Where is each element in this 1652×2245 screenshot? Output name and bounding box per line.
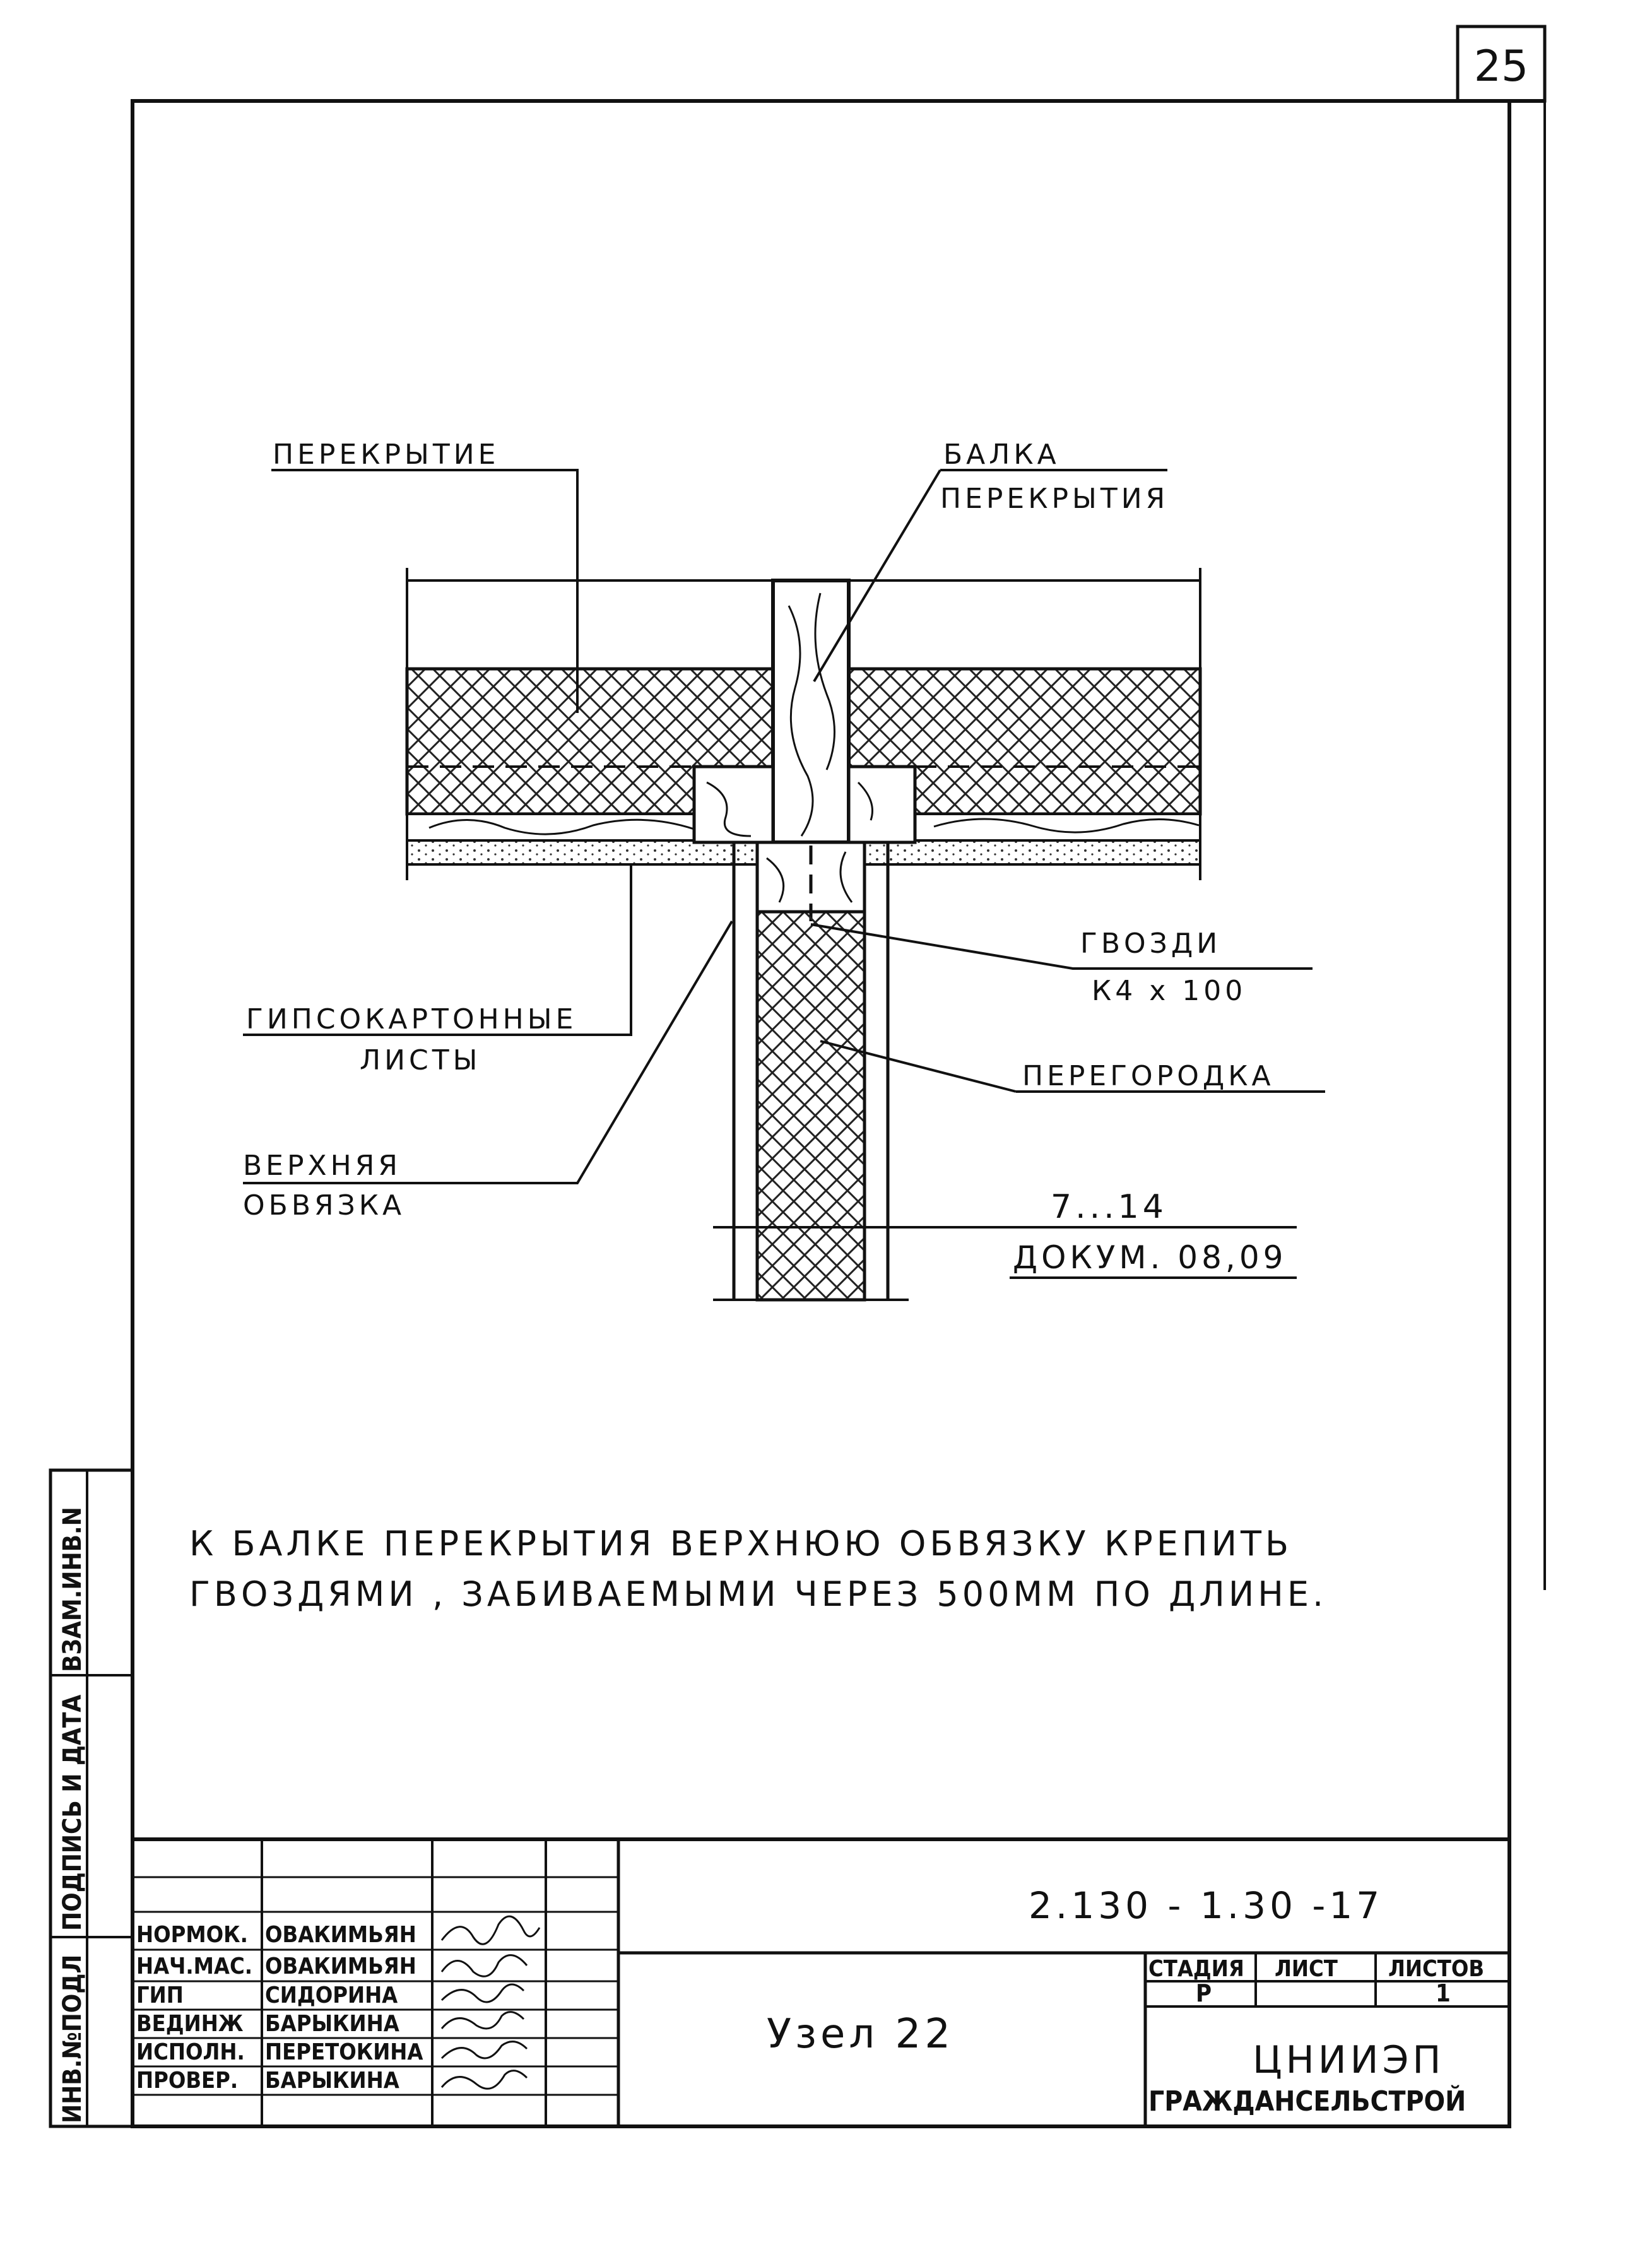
stamp-podpis-data: ПОДПИСЬ И ДАТА (58, 1695, 87, 1931)
drawing-labels: ПЕРЕКРЫТИЕ БАЛКА ПЕРЕКРЫТИЯ ГВОЗДИ К4 х … (243, 439, 1287, 1276)
sign-name: БАРЫКИНА (265, 2011, 399, 2037)
sign-role: НОРМОК. (136, 1922, 248, 1948)
sign-role: ИСПОЛН. (136, 2039, 245, 2065)
label-gvozdi-2: К4 х 100 (1092, 975, 1246, 1007)
label-gvozdi-1: ГВОЗДИ (1080, 928, 1221, 960)
title-block (133, 1837, 1509, 2126)
signature-scribble (440, 2070, 528, 2090)
label-balka-2: ПЕРЕКРЫТИЯ (940, 483, 1169, 515)
label-ref-2: ДОКУМ. 08,09 (1013, 1239, 1287, 1276)
header-stage: СТАДИЯ (1148, 1956, 1244, 1982)
header-sheet: ЛИСТ (1275, 1956, 1338, 1982)
sign-role: ПРОВЕР. (136, 2068, 238, 2094)
sign-role: НАЧ.МАС. (136, 1953, 252, 1979)
sign-name: ПЕРЕТОКИНА (265, 2039, 423, 2065)
signature-scribble (440, 1954, 528, 1977)
title-block-text: 2.130 - 1.30 -17 Узел 22 СТАДИЯ ЛИСТ ЛИС… (136, 1884, 1484, 2118)
signature-scribble (440, 2011, 525, 2030)
sign-role: ГИП (136, 1983, 184, 2008)
signatures (440, 1915, 541, 2090)
label-perekrytie: ПЕРЕКРЫТИЕ (273, 439, 499, 471)
label-gipso-2: ЛИСТЫ (360, 1044, 481, 1076)
gypsum-sheet-left (406, 839, 758, 866)
org-name-2: ГРАЖДАНСЕЛЬСТРОЙ (1148, 2084, 1466, 2118)
label-gipso-1: ГИПСОКАРТОННЫЕ (246, 1003, 577, 1035)
signature-scribble (440, 1983, 525, 2003)
stamp-vzam-inv: ВЗАМ.ИНВ.N (58, 1507, 87, 1672)
value-sheets: 1 (1436, 1979, 1451, 2007)
label-peregorodka: ПЕРЕГОРОДКА (1022, 1060, 1275, 1092)
gypsum-sheet-right (863, 839, 1201, 866)
signature-scribble (440, 1915, 541, 1945)
sign-name: ОВАКИМЬЯН (265, 1953, 416, 1979)
assembly-note: К БАЛКЕ ПЕРЕКРЫТИЯ ВЕРХНЮЮ ОБВЯЗКУ КРЕПИ… (189, 1524, 1327, 1614)
label-balka-1: БАЛКА (943, 439, 1060, 471)
note-line-1: К БАЛКЕ ПЕРЕКРЫТИЯ ВЕРХНЮЮ ОБВЯЗКУ КРЕПИ… (189, 1524, 1292, 1564)
value-stage: Р (1196, 1979, 1212, 2007)
sheet-frame (49, 25, 1547, 2128)
label-obvyazka-1: ВЕРХНЯЯ (243, 1150, 401, 1182)
signature-scribble (440, 2041, 528, 2059)
sign-name: СИДОРИНА (265, 1983, 398, 2008)
sign-name: БАРЫКИНА (265, 2068, 399, 2094)
drawing-title: Узел 22 (767, 2011, 954, 2058)
sign-role: ВЕДИНЖ (136, 2011, 244, 2037)
label-ref-1: 7...14 (1051, 1188, 1167, 1226)
label-obvyazka-2: ОБВЯЗКА (243, 1189, 405, 1222)
header-sheets: ЛИСТОВ (1388, 1956, 1484, 1982)
floor-beam (771, 579, 851, 844)
sign-name: ОВАКИМЬЯН (265, 1922, 416, 1948)
note-line-2: ГВОЗДЯМИ , ЗАБИВАЕМЫМИ ЧЕРЕЗ 500ММ ПО ДЛ… (189, 1574, 1327, 1614)
doc-code: 2.130 - 1.30 -17 (1029, 1884, 1383, 1927)
stamp-inv-podl: ИНВ.№ПОДЛ (58, 1955, 87, 2123)
partition-insulation (755, 910, 866, 1302)
section-drawing (243, 469, 1325, 1302)
page-number: 25 (1474, 42, 1529, 91)
org-name-1: ЦНИИЭП (1253, 2038, 1444, 2082)
